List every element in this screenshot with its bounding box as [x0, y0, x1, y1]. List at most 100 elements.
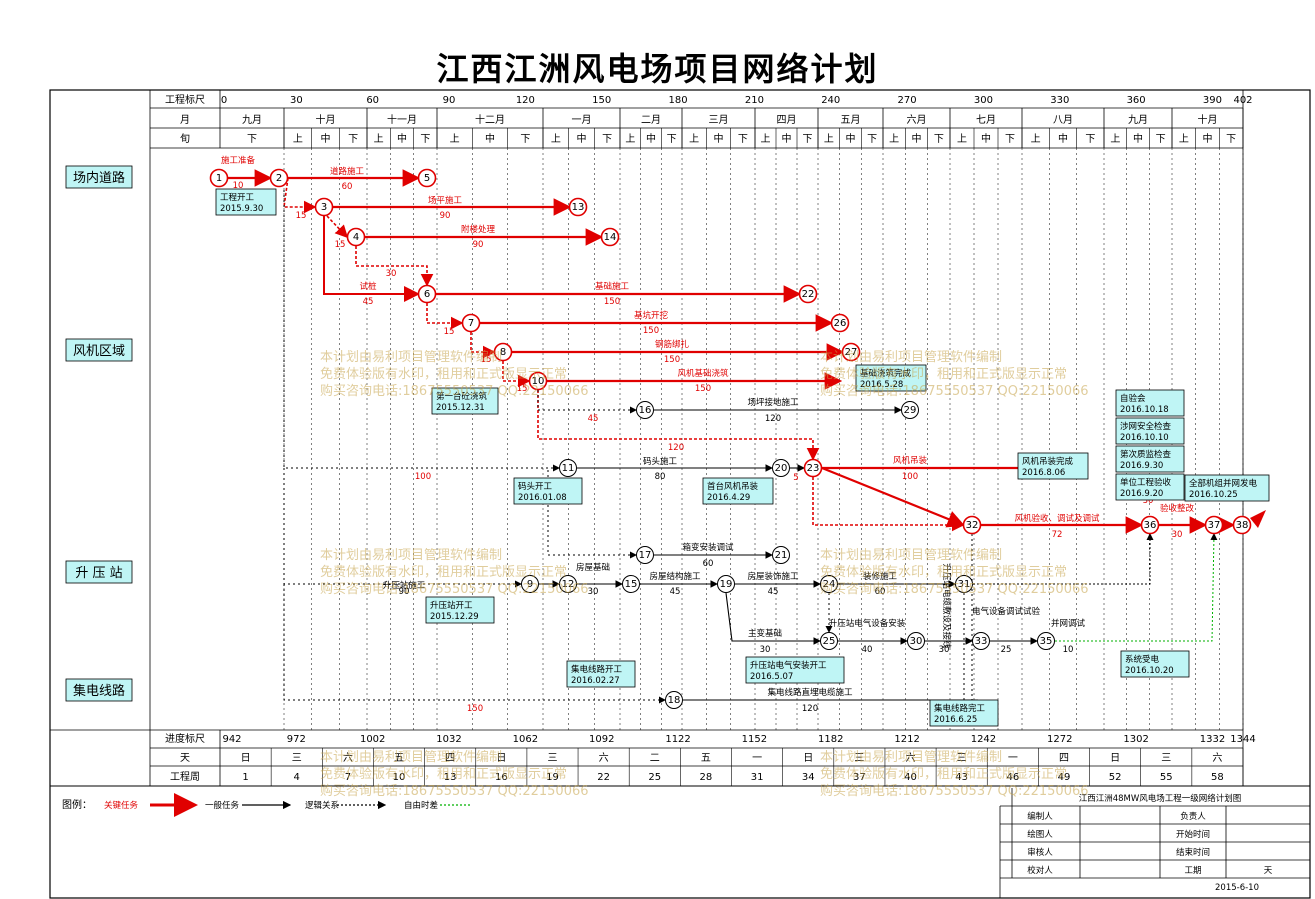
month-cell: 八月: [1053, 114, 1073, 126]
milestone-box: [745, 656, 845, 684]
critical-float-arrow: [537, 390, 820, 461]
node-circle: [636, 546, 654, 564]
network-node: 32: [962, 515, 982, 535]
xun-cell: 中: [1203, 132, 1213, 145]
week-cell: 43: [955, 772, 968, 783]
title-block-cell: 负责人: [1180, 811, 1206, 822]
activity-name: 场坪接地施工: [747, 397, 799, 408]
activity-duration: 90: [473, 240, 484, 250]
section-label: 升 压 站: [75, 566, 122, 581]
week-label: 工程周: [170, 771, 200, 783]
watermark-text: 免费体验版有水印，租用和正式版显示正常: [320, 564, 567, 580]
weekday-cell: 五: [394, 753, 404, 764]
activity-duration: 40: [862, 645, 873, 655]
critical-float-arrow: [502, 361, 531, 388]
node-number: 3: [321, 202, 327, 213]
month-cell: 一月: [572, 114, 592, 126]
node-circle: [841, 342, 861, 362]
weekday-cell: 二: [650, 753, 660, 764]
node-number: 12: [562, 579, 575, 590]
network-node: 35: [1037, 632, 1055, 650]
network-node: 36: [1140, 515, 1160, 535]
section-box: [65, 165, 133, 189]
activity-duration: 60: [342, 182, 353, 192]
milestone-name: 涉网安全检查: [1120, 421, 1172, 432]
finish-flag-icon: [1250, 510, 1266, 528]
activity-name: 试桩: [359, 281, 377, 292]
network-node: 29: [901, 401, 919, 419]
activity-name: 风机验收、调试及调试: [1014, 513, 1100, 524]
weekday-cell: 三: [292, 753, 302, 764]
watermark-text: 购买咨询电话:18675550537 QQ:22150066: [320, 383, 589, 399]
xun-cell: 下: [520, 134, 530, 145]
activity-name: 房屋结构施工: [649, 571, 701, 582]
activity-duration: 10: [1063, 645, 1074, 655]
milestone-box: [855, 364, 927, 392]
xun-cell: 中: [846, 132, 856, 145]
network-node: 21: [772, 546, 790, 564]
network-node: 33: [972, 632, 990, 650]
watermark-text: 购买咨询电话:18675550537 QQ:22150066: [320, 581, 589, 597]
xun-cell: 下: [867, 134, 877, 145]
watermark-text: 购买咨询电话:18675550537 QQ:22150066: [320, 783, 589, 799]
activity-duration: 120: [765, 414, 781, 424]
node-number: 38: [1236, 520, 1249, 531]
network-node: 1: [209, 168, 229, 188]
progress-tick: 1242: [971, 734, 996, 745]
node-circle: [901, 401, 919, 419]
activity-name: 基坑开挖: [634, 310, 669, 321]
activity-name: 施工准备: [221, 155, 256, 166]
milestone-date: 2016.10.10: [1120, 433, 1169, 443]
milestone-name: 基础浇筑完成: [860, 368, 912, 379]
node-circle: [803, 458, 823, 478]
activity-name: 场平施工: [428, 195, 463, 206]
week-cell: 10: [393, 772, 406, 783]
watermark-text: 购买咨询电话:18675550537 QQ:22150066: [820, 783, 1089, 799]
watermark-text: 本计划由易利项目管理软件编制: [320, 750, 502, 765]
network-node: 13: [568, 197, 588, 217]
xun-cell: 中: [1133, 132, 1143, 145]
network-node: 7: [461, 313, 481, 333]
week-cell: 37: [853, 772, 866, 783]
network-node: 22: [798, 284, 818, 304]
progress-tick: 1092: [589, 734, 614, 745]
network-node: 16: [636, 401, 654, 419]
node-number: 5: [424, 173, 430, 184]
week-cell: 28: [700, 772, 713, 783]
week-cell: 13: [444, 772, 457, 783]
network-node: 30: [907, 632, 925, 650]
activity-name: 验收整改: [1160, 503, 1195, 514]
node-number: 26: [834, 318, 847, 329]
milestone-date: 2016.9.20: [1120, 489, 1163, 499]
title-block-cell: 编制人: [1027, 811, 1053, 822]
node-circle: [1140, 515, 1160, 535]
activity-name: 基础施工: [595, 281, 630, 292]
critical-float-arrow: [283, 177, 317, 214]
activity-duration: 150: [643, 326, 659, 336]
activity-duration: 30: [588, 587, 599, 597]
critical-float-arrow: [326, 215, 349, 239]
node-number: 23: [807, 463, 820, 474]
progress-tick: 1152: [742, 734, 767, 745]
xun-cell: 中: [397, 132, 407, 145]
watermark-text: 购买咨询电话:18675550537 QQ:22150066: [820, 581, 1089, 597]
network-node: 18: [665, 691, 683, 709]
node-circle: [1037, 632, 1055, 650]
section-label: 集电线路: [73, 683, 125, 699]
network-node: 23: [803, 458, 823, 478]
week-cell: 22: [597, 772, 610, 783]
activity-name: 道路施工: [330, 166, 365, 177]
progress-tick: 1032: [436, 734, 461, 745]
node-circle: [798, 284, 818, 304]
xun-cell: 下: [803, 134, 813, 145]
xun-cell: 下: [1226, 134, 1236, 145]
scale-tick: 210: [745, 95, 764, 106]
activity-duration: 150: [695, 384, 711, 394]
xun-cell: 下: [1085, 134, 1095, 145]
activity-name: 码头施工: [643, 456, 678, 467]
milestone-date: 2016.02.27: [571, 676, 620, 686]
node-number: 7: [468, 318, 474, 329]
milestone-date: 2016.8.06: [1022, 468, 1065, 478]
node-number: 1: [216, 173, 222, 184]
scale-tick: 0: [221, 95, 227, 106]
